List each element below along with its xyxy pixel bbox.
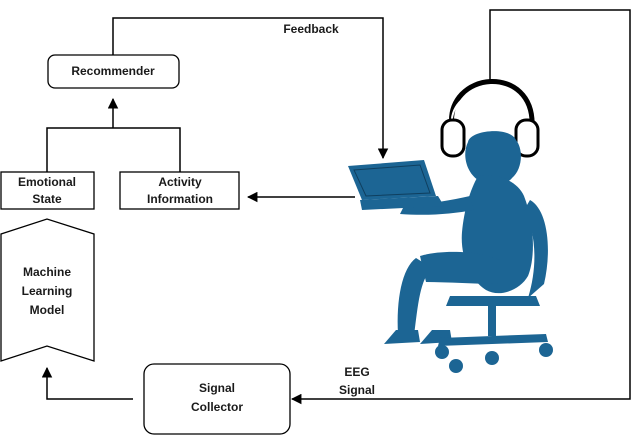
machine-learning-model-node: Machine Learning Model <box>0 218 95 362</box>
emotional-state-label-line2: State <box>32 192 62 206</box>
signal-collector-label-line1: Signal <box>199 381 235 395</box>
activity-information-label-line1: Activity <box>158 175 202 189</box>
ml-model-label-line2: Learning <box>22 284 73 298</box>
eeg-signal-arrow <box>290 9 631 405</box>
feedback-label: Feedback <box>283 22 339 36</box>
recommender-label: Recommender <box>71 64 155 78</box>
eeg-signal-label-line1: EEG <box>344 365 369 379</box>
signal-collector-node: Signal Collector <box>143 363 291 435</box>
ml-model-label-line1: Machine <box>23 265 71 279</box>
eeg-signal-label-line2: Signal <box>339 383 375 397</box>
recommender-node: Recommender <box>47 54 180 89</box>
ml-model-label-line3: Model <box>30 303 65 317</box>
signal-collector-label-line2: Collector <box>191 400 243 414</box>
activity-information-node: Activity Information <box>119 171 240 210</box>
emotional-state-node: Emotional State <box>0 171 95 210</box>
office-chair-icon <box>435 200 553 373</box>
connectors <box>41 9 631 405</box>
emotional-state-label-line1: Emotional <box>18 175 76 189</box>
activity-information-label-line2: Information <box>147 192 213 206</box>
collector-to-model-arrow <box>41 366 133 400</box>
feedback-arrow <box>112 17 389 160</box>
headphones-icon <box>440 79 540 158</box>
laptop-icon <box>348 160 444 210</box>
emotional-state-connector <box>46 127 181 172</box>
